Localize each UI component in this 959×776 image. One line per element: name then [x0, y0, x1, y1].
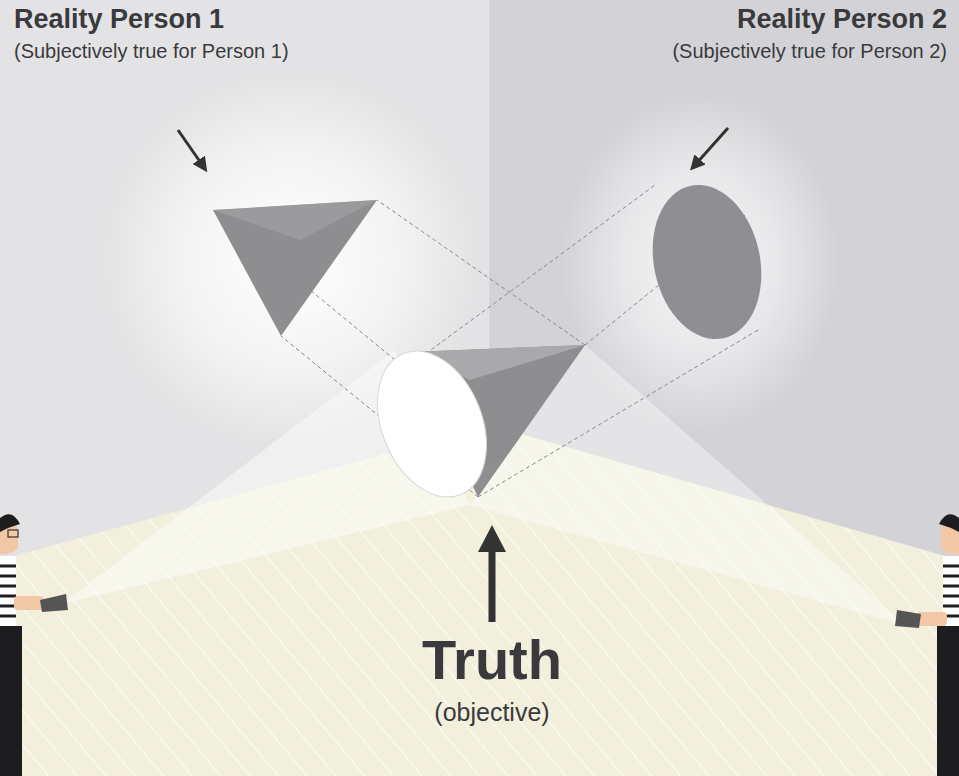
subheading: (Subjectively true for Person 1) — [14, 40, 289, 63]
person-left — [0, 514, 68, 776]
truth-arrowhead — [478, 525, 506, 552]
heading: Reality Person 2 — [737, 4, 947, 35]
leader-arrow — [178, 130, 203, 166]
person-right — [895, 514, 959, 776]
ellipse-shadow — [639, 175, 775, 350]
truth-arrow — [489, 548, 496, 622]
leader-arrow — [695, 128, 728, 165]
triangle-shade — [213, 200, 377, 240]
truth-sublabel: (objective) — [434, 698, 549, 727]
triangle-shadow — [213, 200, 377, 336]
truth-label: Truth — [422, 628, 562, 692]
heading: Reality Person 1 — [14, 4, 224, 35]
cone-base — [357, 335, 507, 513]
subheading: (Subjectively true for Person 2) — [672, 40, 947, 63]
